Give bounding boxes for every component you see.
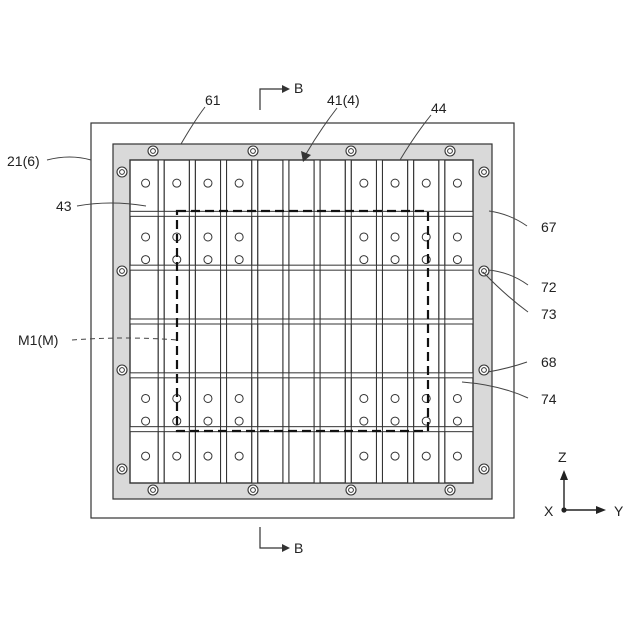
support-pin [453, 179, 461, 187]
frame-bolt [117, 167, 127, 177]
support-pin [204, 179, 212, 187]
frame-bolt [117, 266, 127, 276]
frame-bolt [479, 464, 489, 474]
frame-bolt [117, 365, 127, 375]
frame-bolt [479, 365, 489, 375]
axis-label-z: Z [558, 449, 567, 465]
leader-21 [47, 157, 91, 160]
support-pin [204, 417, 212, 425]
support-pin [360, 233, 368, 241]
support-pin [360, 417, 368, 425]
support-pin [453, 394, 461, 402]
support-pin [360, 452, 368, 460]
support-pin [391, 417, 399, 425]
support-pin [204, 452, 212, 460]
support-pin [360, 256, 368, 264]
support-pin [422, 452, 430, 460]
frame-bolt [346, 146, 356, 156]
axis-label-y: Y [614, 503, 624, 519]
label-61: 61 [205, 92, 221, 108]
label-72: 72 [541, 279, 557, 295]
frame-bolt [117, 464, 127, 474]
support-pin [235, 452, 243, 460]
support-pin [360, 179, 368, 187]
label-73: 73 [541, 306, 557, 322]
section-marker-top [260, 85, 290, 110]
label-74: 74 [541, 391, 557, 407]
frame-bolt [248, 146, 258, 156]
support-pin [142, 394, 150, 402]
support-pin [235, 417, 243, 425]
support-pin [142, 233, 150, 241]
support-pin [453, 233, 461, 241]
support-pin [142, 452, 150, 460]
support-pin [204, 394, 212, 402]
support-pin [453, 417, 461, 425]
support-pin [391, 256, 399, 264]
section-marker-bottom [260, 527, 290, 552]
frame-bolt [148, 485, 158, 495]
support-pin [235, 179, 243, 187]
grid-rib-horizontal [130, 265, 473, 270]
support-pin [360, 394, 368, 402]
support-pin [173, 179, 181, 187]
support-pin [391, 394, 399, 402]
section-label-bottom: B [294, 540, 303, 556]
frame-bolt [479, 167, 489, 177]
label-43: 43 [56, 198, 72, 214]
support-pin [453, 256, 461, 264]
frame-bolt [445, 146, 455, 156]
axis-label-x: X [544, 503, 554, 519]
section-label-top: B [294, 80, 303, 96]
label-68: 68 [541, 354, 557, 370]
frame-bolt [148, 146, 158, 156]
support-pin [142, 179, 150, 187]
label-21: 21(6) [7, 153, 40, 169]
support-pin [391, 233, 399, 241]
label-67: 67 [541, 219, 557, 235]
support-pin [235, 233, 243, 241]
frame-bolt [346, 485, 356, 495]
support-pin [453, 452, 461, 460]
label-41: 41(4) [327, 92, 360, 108]
support-pin [391, 452, 399, 460]
support-pin [142, 256, 150, 264]
support-pin [204, 256, 212, 264]
support-pin [391, 179, 399, 187]
support-pin [235, 394, 243, 402]
frame-bolt [248, 485, 258, 495]
label-m1: M1(M) [18, 332, 58, 348]
grid-rib-horizontal [130, 319, 473, 324]
axis-indicator [560, 470, 606, 514]
support-pin [142, 417, 150, 425]
frame-bolt [479, 266, 489, 276]
support-pin [422, 179, 430, 187]
grid-rib-horizontal [130, 373, 473, 378]
support-pin [173, 452, 181, 460]
support-pin [204, 233, 212, 241]
frame-bolt [445, 485, 455, 495]
label-44: 44 [431, 100, 447, 116]
support-pin [235, 256, 243, 264]
